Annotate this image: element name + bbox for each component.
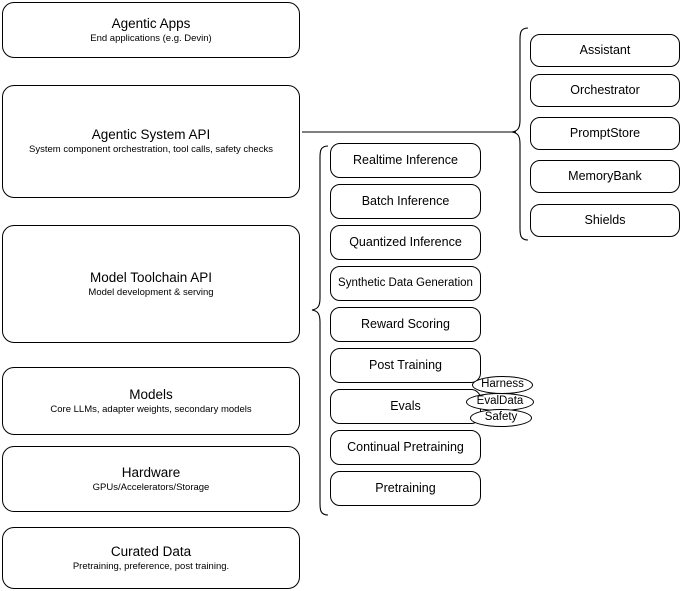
- layer-curated-data[interactable]: Curated Data Pretraining, preference, po…: [2, 527, 300, 589]
- toolchain-item-label: Pretraining: [375, 481, 436, 495]
- agentic-component-promptstore[interactable]: PromptStore: [530, 117, 680, 150]
- toolchain-item-label: Post Training: [369, 358, 442, 372]
- toolchain-item-post-training[interactable]: Post Training: [330, 348, 481, 383]
- toolchain-item-label: Synthetic Data Generation: [338, 277, 473, 289]
- layer-subtitle: End applications (e.g. Devin): [90, 32, 212, 44]
- layer-agentic-apps[interactable]: Agentic Apps End applications (e.g. Devi…: [2, 2, 300, 58]
- agentic-component-memorybank[interactable]: MemoryBank: [530, 160, 680, 193]
- layer-hardware[interactable]: Hardware GPUs/Accelerators/Storage: [2, 446, 300, 512]
- agentic-component-label: MemoryBank: [568, 169, 642, 183]
- layer-subtitle: Model development & serving: [88, 286, 214, 298]
- agentic-component-label: Shields: [584, 213, 626, 227]
- toolchain-item-label: Continual Pretraining: [347, 440, 464, 454]
- layer-title: Hardware: [121, 464, 181, 480]
- toolchain-item-pretraining[interactable]: Pretraining: [330, 471, 481, 506]
- layer-title: Curated Data: [110, 543, 192, 559]
- layer-models[interactable]: Models Core LLMs, adapter weights, secon…: [2, 367, 300, 435]
- toolchain-item-continual-pretraining[interactable]: Continual Pretraining: [330, 430, 481, 465]
- agentic-component-label: PromptStore: [569, 126, 641, 140]
- toolchain-item-label: Batch Inference: [361, 194, 450, 208]
- agentic-component-label: Orchestrator: [570, 83, 640, 97]
- evals-badge-harness[interactable]: Harness: [472, 376, 533, 394]
- evals-badge-safety[interactable]: Safety: [470, 409, 532, 427]
- layer-subtitle: System component orchestration, tool cal…: [29, 144, 273, 155]
- layer-title: Models: [129, 386, 173, 402]
- layer-model-toolchain-api[interactable]: Model Toolchain API Model development & …: [2, 225, 300, 343]
- toolchain-item-batch-inference[interactable]: Batch Inference: [330, 184, 481, 219]
- toolchain-item-synthetic-data-generation[interactable]: Synthetic Data Generation: [330, 266, 481, 301]
- layer-subtitle: Pretraining, preference, post training.: [72, 560, 230, 572]
- toolchain-item-label: Realtime Inference: [353, 153, 458, 167]
- layer-title: Model Toolchain API: [89, 269, 213, 285]
- layer-subtitle: GPUs/Accelerators/Storage: [92, 481, 210, 493]
- toolchain-item-evals[interactable]: Evals: [330, 389, 481, 424]
- agentic-component-label: Assistant: [579, 43, 631, 57]
- toolchain-item-label: Reward Scoring: [361, 317, 450, 331]
- toolchain-item-realtime-inference[interactable]: Realtime Inference: [330, 143, 481, 178]
- toolchain-item-reward-scoring[interactable]: Reward Scoring: [330, 307, 481, 342]
- toolchain-item-quantized-inference[interactable]: Quantized Inference: [330, 225, 481, 260]
- toolchain-item-label: Evals: [390, 399, 421, 413]
- agentic-components-brace: [511, 27, 529, 241]
- layer-subtitle: Core LLMs, adapter weights, secondary mo…: [50, 403, 252, 415]
- toolchain-components-brace: [311, 145, 329, 516]
- toolchain-item-label: Quantized Inference: [349, 235, 462, 249]
- layer-title: Agentic Apps: [111, 15, 191, 31]
- agentic-component-assistant[interactable]: Assistant: [530, 34, 680, 67]
- layer-agentic-system-api[interactable]: Agentic System API System component orch…: [2, 85, 300, 198]
- agentic-component-shields[interactable]: Shields: [530, 204, 680, 237]
- agentic-component-orchestrator[interactable]: Orchestrator: [530, 74, 680, 107]
- layer-title: Agentic System API: [91, 127, 211, 142]
